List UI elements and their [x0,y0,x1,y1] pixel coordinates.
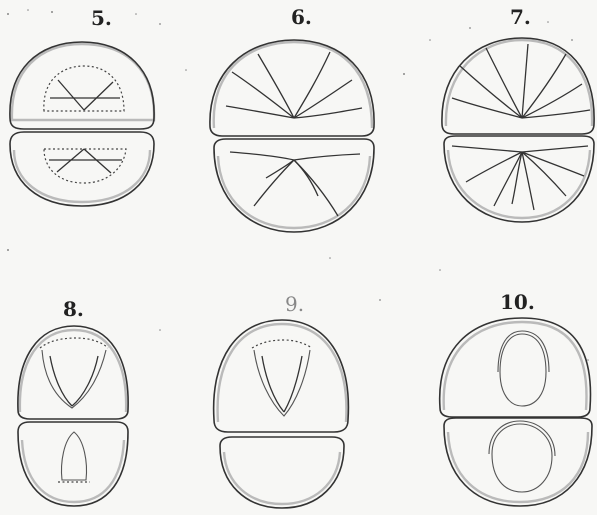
figure-7-upper-semicell [442,38,594,134]
figure-10-upper-chloroplast [500,334,546,406]
figure-9-lower-semicell [220,437,344,508]
figure-7-lower-semicell [444,136,594,222]
figure-8-cell [18,326,128,506]
figure-8-upper-chloroplast [42,350,106,408]
figure-6-cell [210,40,374,232]
figure-5-upper-semicell [10,42,154,129]
figure-8-lower-chloroplast [62,432,87,480]
print-specks [7,9,589,361]
figure-6-upper-semicell [210,40,374,136]
figure-10-upper-semicell [440,318,591,417]
figure-5-lower-chloroplast [44,149,126,183]
figure-5-cell [10,42,154,206]
figure-5-upper-chloroplast [44,66,124,111]
figure-9-cell [214,320,349,508]
figure-10-cell [440,318,592,506]
figure-5-lower-semicell [10,132,154,206]
figure-7-cell [442,38,594,222]
figure-9-upper-semicell [214,320,349,432]
figure-8-lower-semicell [18,422,128,506]
figure-10-lower-chloroplast [492,424,552,492]
figure-10-lower-semicell [444,418,592,506]
